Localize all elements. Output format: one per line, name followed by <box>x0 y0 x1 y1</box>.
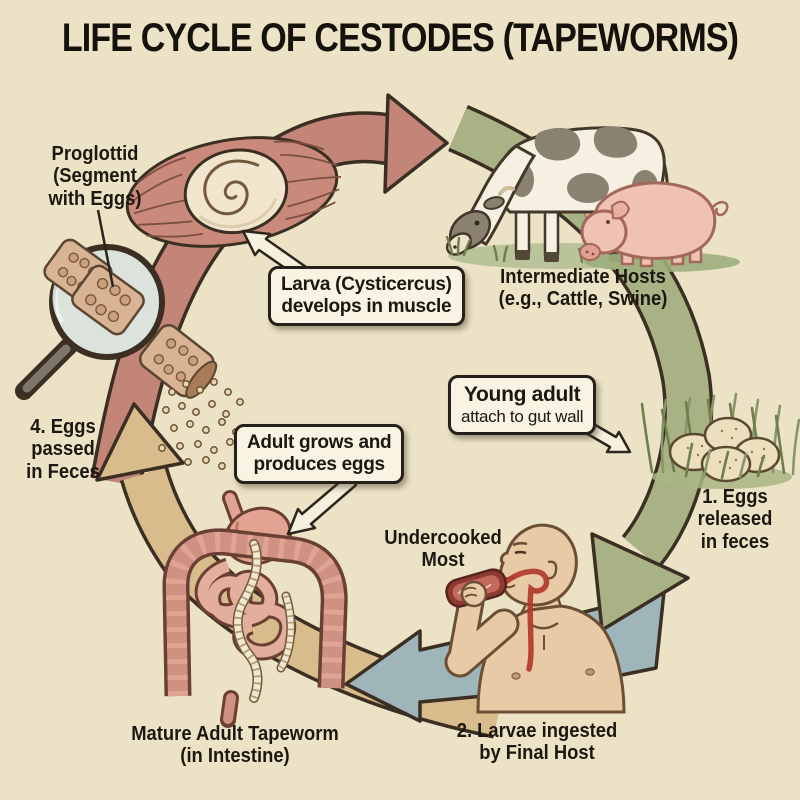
muscle-cysticercus-illustration <box>125 136 342 248</box>
label-mature-adult: Mature Adult Tapeworm (in Intestine) <box>131 723 339 768</box>
eggs-in-grass-illustration <box>640 392 800 489</box>
intestine-tapeworm-illustration <box>162 490 348 728</box>
pointer-to-stomach <box>286 473 358 536</box>
label-proglottid: Proglottid (Segment with Eggs) <box>48 143 142 210</box>
pig-illustration <box>579 181 740 272</box>
callout-young-adult: Young adult attach to gut wall <box>448 375 597 435</box>
label-eggs-released: 1. Eggs released in feces <box>697 486 773 553</box>
label-intermediate-hosts: Intermediate Hosts (e.g., Cattle, Swine) <box>498 266 668 311</box>
label-eggs-passed: 4. Eggs passed in Feces <box>26 416 100 483</box>
tapeworm <box>232 539 296 703</box>
callout-adult-grows: Adult grows and produces eggs <box>234 424 405 484</box>
callout-larva-develops: Larva (Cysticercus) develops in muscle <box>268 266 465 326</box>
label-undercooked: Undercooked Most <box>384 527 502 572</box>
page-title: LIFE CYCLE OF CESTODES (TAPEWORMS) <box>61 16 739 60</box>
scattered-eggs <box>158 378 244 470</box>
human-eating-illustration <box>444 523 626 714</box>
proglottid-leader-line <box>96 209 115 288</box>
label-larvae-ingested: 2. Larvae ingested by Final Host <box>456 720 618 765</box>
magnifier-proglottid-illustration <box>15 238 244 470</box>
